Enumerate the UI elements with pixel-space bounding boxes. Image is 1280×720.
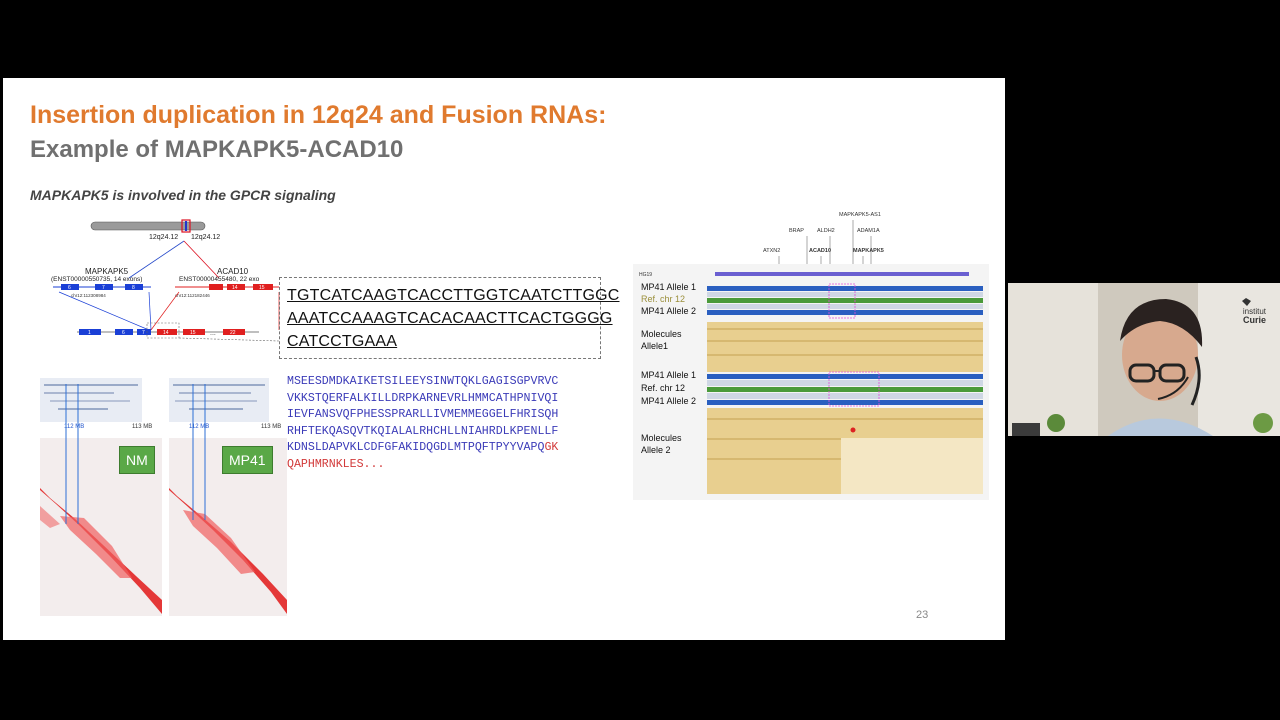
slide-title-line2: Example of MAPKAPK5-ACAD10 <box>30 136 404 163</box>
protein-segment: KDNSLDAPVKLCDFGFAKIDQGDLMTPQFTPYYVAPQ <box>287 441 545 455</box>
hic-mp41-mb-right: 113 MB <box>261 424 281 430</box>
gene-label: ATXN2 <box>763 248 781 254</box>
fusion-exon-7-label: 7 <box>142 330 145 336</box>
gene-label: MAPKAPK5-AS1 <box>839 212 881 218</box>
exon-left-8 <box>125 284 143 290</box>
track-label: MP41 Allele 2 <box>641 306 697 316</box>
gene-right-coord: chr12:112182446 <box>175 293 210 298</box>
fusion-exon-22 <box>223 329 245 335</box>
gene-left-name: MAPKAPK5 <box>85 267 129 276</box>
gene-left-coord: chr12:112308984 <box>71 293 106 298</box>
exon-right-14-label: 14 <box>232 285 238 291</box>
gene-label: ACAD10 <box>809 248 832 254</box>
gene-label: ADAM1A <box>857 228 880 234</box>
exon-left-8-label: 8 <box>132 285 135 291</box>
genome-label: HG19 <box>639 272 652 278</box>
institut-curie-logo: institut Curie <box>1222 307 1266 325</box>
exon-right-15 <box>253 284 273 290</box>
exon-right-14 <box>227 284 245 290</box>
track-label: Molecules <box>641 433 682 443</box>
exon-left-6-label: 6 <box>68 285 71 291</box>
presenter-video-frame <box>1008 283 1280 436</box>
fusion-exon-15-label: 15 <box>190 330 196 336</box>
fusion-exon-6-label: 6 <box>122 330 125 336</box>
presentation-slide: Insertion duplication in 12q24 and Fusio… <box>3 78 1005 640</box>
track-label: MP41 Allele 2 <box>641 396 697 406</box>
protein-line: MSEESDMDKAIKETSILEEYSINWTQKLGAGISGPVRVC <box>287 375 559 388</box>
band-left-label: 12q24.12 <box>149 234 178 241</box>
protein-line: RHFTEKQASQVTKQIALALRHCHLLNIAHRDLKPENLLF <box>287 424 559 438</box>
exon-right-15-label: 15 <box>259 285 265 291</box>
protein-sequence: MSEESDMDKAIKETSILEEYSINWTQKLGAGISGPVRVC … <box>287 374 558 474</box>
protein-line: VKKSTQERFALKILLDRPKARNEVRLHMMCATHPNIVQI <box>287 391 559 405</box>
track-label: Molecules <box>641 329 682 339</box>
fusion-exon-14 <box>157 329 177 335</box>
exon-left-7 <box>95 284 113 290</box>
genome-browser-panel: MAPKAPK5-AS1 BRAP ALDH2 ADAM1A ATXN2 ACA… <box>631 208 989 500</box>
fusion-exon-1 <box>79 329 101 335</box>
gene-label: MAPKAPK5 <box>853 248 884 254</box>
hic-map-mp41: 112 MB 113 MB <box>169 378 287 616</box>
hic-label-mp41: MP41 <box>222 446 273 474</box>
gene-right-transcript: ENST00000455480, 22 exo <box>179 276 260 283</box>
chromosome-ideogram <box>90 221 206 231</box>
fusion-ellipsis: ... <box>210 330 216 337</box>
hic-nm-mb-left: 112 MB <box>64 424 84 430</box>
track-label: MP41 Allele 1 <box>641 370 697 380</box>
hic-mp41-mb-left: 112 MB <box>189 424 209 430</box>
protein-line-fusion: QAPHMRNKLES... <box>287 457 385 471</box>
track-label: Ref. chr 12 <box>641 383 686 393</box>
fusion-exon-22-label: 22 <box>230 330 236 336</box>
fusion-exon-15 <box>183 329 205 335</box>
band-right-label: 12q24.12 <box>191 234 220 241</box>
gene-left-transcript: (ENST00000550735, 14 exons) <box>51 276 142 283</box>
hic-label-nm: NM <box>119 446 155 474</box>
logo-line2: Curie <box>1242 315 1266 325</box>
fusion-exon-7 <box>137 329 151 335</box>
track-label: Allele1 <box>641 341 669 351</box>
protein-line: IEVFANSVQFPHESSPRARLLIVMEMMEGGELFHRISQH <box>287 408 559 422</box>
fusion-exon-14-label: 14 <box>163 330 169 336</box>
junction-sequence-box: TGTCATCAAGTCACCTTGGTCAATCTTGGC AAATCCAAA… <box>279 277 620 359</box>
hic-nm-mb-right: 113 MB <box>132 424 152 430</box>
gene-label: BRAP <box>789 228 804 234</box>
junction-sequence-line: AAATCCAAAGTCACACAACTTCACTGGGG <box>287 310 613 327</box>
gene-label: ALDH2 <box>817 228 835 234</box>
track-label: Allele 2 <box>641 445 671 455</box>
protein-line: KDNSLDAPVKLCDFGFAKIDQGDLMTPQFTPYYVAPQGK <box>287 440 558 457</box>
slide-subtitle: MAPKAPK5 is involved in the GPCR signali… <box>30 187 336 203</box>
junction-sequence-line: CATCCTGAAA <box>287 333 398 350</box>
genome-browser-graphic: HG19 <box>633 220 989 500</box>
track-label: MP41 Allele 1 <box>641 282 697 292</box>
page-number: 23 <box>916 609 929 621</box>
protein-segment-fusion: GK <box>544 441 559 455</box>
slide-title-line1: Insertion duplication in 12q24 and Fusio… <box>30 101 607 129</box>
track-label: Ref. chr 12 <box>641 294 686 304</box>
fusion-exon-6 <box>115 329 133 335</box>
gene-annotation-track <box>715 272 969 276</box>
gene-right-name: ACAD10 <box>217 267 249 276</box>
fusion-exon-1-label: 1 <box>88 330 91 336</box>
logo-line1: institut <box>1242 307 1266 316</box>
webcam-video: institut Curie <box>1008 283 1280 436</box>
gene-fusion-diagram: 12q24.12 12q24.12 MAPKAPK5 (ENST00000550… <box>51 219 280 342</box>
exon-left-7-label: 7 <box>102 285 105 291</box>
hic-map-nm: 112 MB 113 MB <box>40 378 162 616</box>
exon-left-6 <box>61 284 79 290</box>
junction-sequence-line: TGTCATCAAGTCACCTTGGTCAATCTTGGC <box>287 287 620 304</box>
